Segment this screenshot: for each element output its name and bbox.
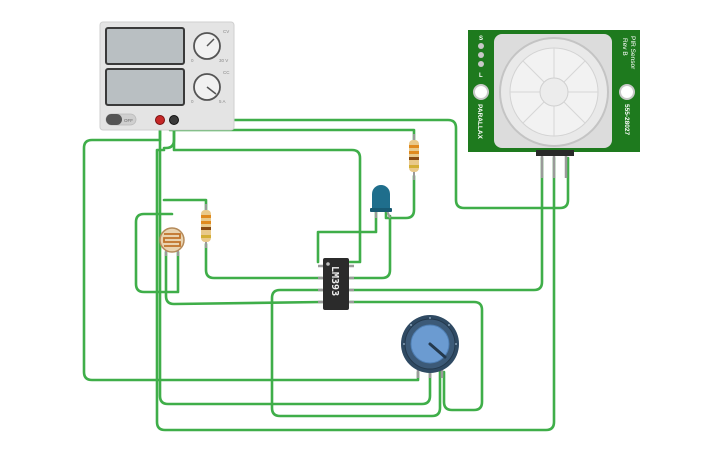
current-display [105,68,185,106]
wire-pot-rectangle[interactable] [270,288,442,418]
wire-pot-right-loop[interactable] [348,300,484,412]
current-knob-left-label: 0 [191,99,194,104]
pir-title: PIR Sensor [629,36,636,70]
resistor-2[interactable] [409,134,419,180]
pir-revision: Rev B [621,38,628,56]
wire-psu-pos-top[interactable] [172,118,570,210]
voltage-knob-top-label: CV [223,29,229,34]
wire-psu-to-ic-vcc[interactable] [172,128,362,264]
pir-mount-hole-right [619,84,635,100]
terminal-negative[interactable] [155,115,165,125]
voltage-display [105,27,185,65]
wire-ldr-loop[interactable] [162,198,208,214]
resistor-1[interactable] [201,204,211,248]
wire-ldr-left-loop[interactable] [134,212,180,294]
pir-part-number: 555-28027 [623,104,630,135]
wire-ic-to-pir[interactable] [348,156,544,292]
wire-bottom-loop[interactable] [155,148,556,432]
pir-brand: PARALLAX [476,104,483,140]
power-supply[interactable]: CV 0 30 V CC 0 5 A OFF [99,21,235,131]
current-knob-top-label: CC [223,70,230,75]
pir-mount-hole-left [473,84,489,100]
photoresistor[interactable] [159,227,185,256]
pir-pin-label-l: L [479,73,483,79]
potentiometer[interactable] [401,315,459,378]
lm393-ic[interactable]: LM393 [318,258,354,310]
power-switch-label: OFF [124,118,133,123]
wire-led-to-r2[interactable] [384,174,416,220]
pir-pins[interactable] [540,156,568,178]
wire-psu-neg-loop[interactable] [82,120,420,382]
wire-psu-neg-vertical[interactable] [158,120,432,406]
wire-ic-to-led[interactable] [316,210,378,264]
pir-jumper-pins [478,43,484,67]
ic-label: LM393 [329,266,340,296]
wire-ldr-to-ic[interactable] [164,250,324,306]
pir-header [536,150,574,156]
wires [82,118,570,432]
terminal-positive[interactable] [169,115,179,125]
pir-sensor[interactable]: S L PARALLAX PIR Sensor Rev B 555-28027 [468,30,640,178]
voltage-knob-left-label: 0 [191,58,194,63]
voltage-knob-right-label: 30 V [219,58,228,63]
wire-ic-out-led[interactable] [348,214,392,280]
led[interactable] [370,185,392,219]
current-knob-right-label: 5 A [219,99,226,104]
wire-top-to-resistor2[interactable] [168,128,416,142]
pir-pin-label-s: S [479,36,483,42]
wire-r1-to-ic[interactable] [204,242,324,280]
